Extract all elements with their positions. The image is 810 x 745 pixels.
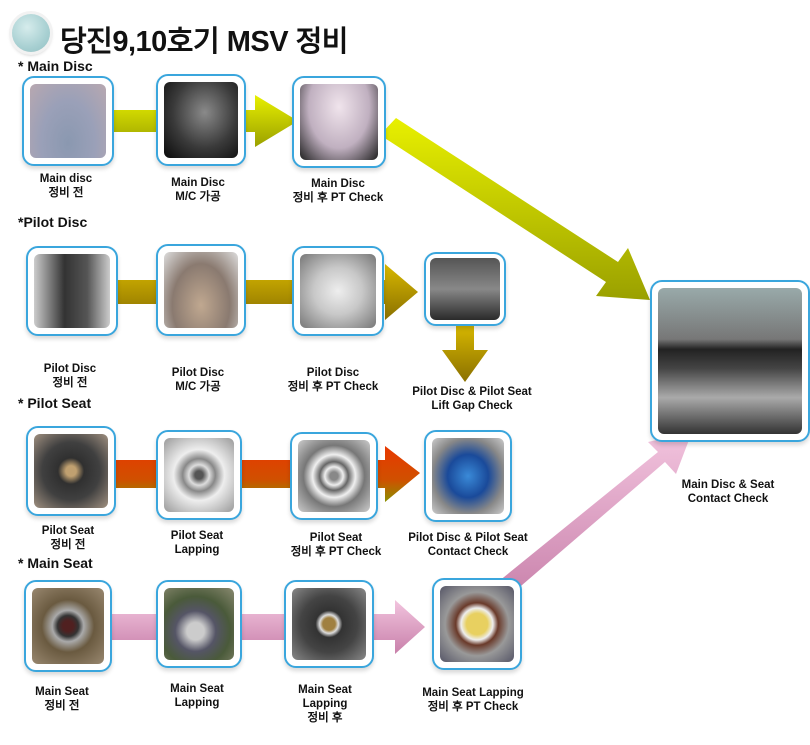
section-pilot-disc: *Pilot Disc [18,214,88,230]
photo-main-seat-pt [432,578,522,670]
arrow-main-disc-diagonal [380,118,650,300]
arrow-main-seat [112,600,425,654]
photo-final-contact-check [650,280,810,442]
photo-main-disc-before [22,76,114,166]
photo-pilot-seat-before [26,426,116,516]
photo-pilot-contact-check [424,430,512,522]
photo-main-disc-pt [292,76,386,168]
section-main-seat: * Main Seat [18,555,93,571]
arrow-down-lift-gap [442,325,488,382]
photo-pilot-disc-before [26,246,118,336]
photo-main-seat-before [24,580,112,672]
photo-main-seat-lapping [156,580,242,668]
arrow-pilot-disc [115,264,418,320]
page-title: 당진9,10호기 MSV 정비 [60,26,348,58]
arrow-main-seat-diagonal [488,432,692,604]
photo-main-seat-lapping-after [284,580,374,668]
photo-lift-gap-check [424,252,506,326]
section-main-disc: * Main Disc [18,58,93,74]
photo-main-disc-machining [156,74,246,166]
title-bullet-icon [12,14,50,52]
photo-pilot-seat-pt [290,432,378,520]
photo-pilot-disc-machining [156,244,246,336]
section-pilot-seat: * Pilot Seat [18,395,92,411]
photo-pilot-disc-pt [292,246,384,336]
photo-pilot-seat-lapping [156,430,242,520]
